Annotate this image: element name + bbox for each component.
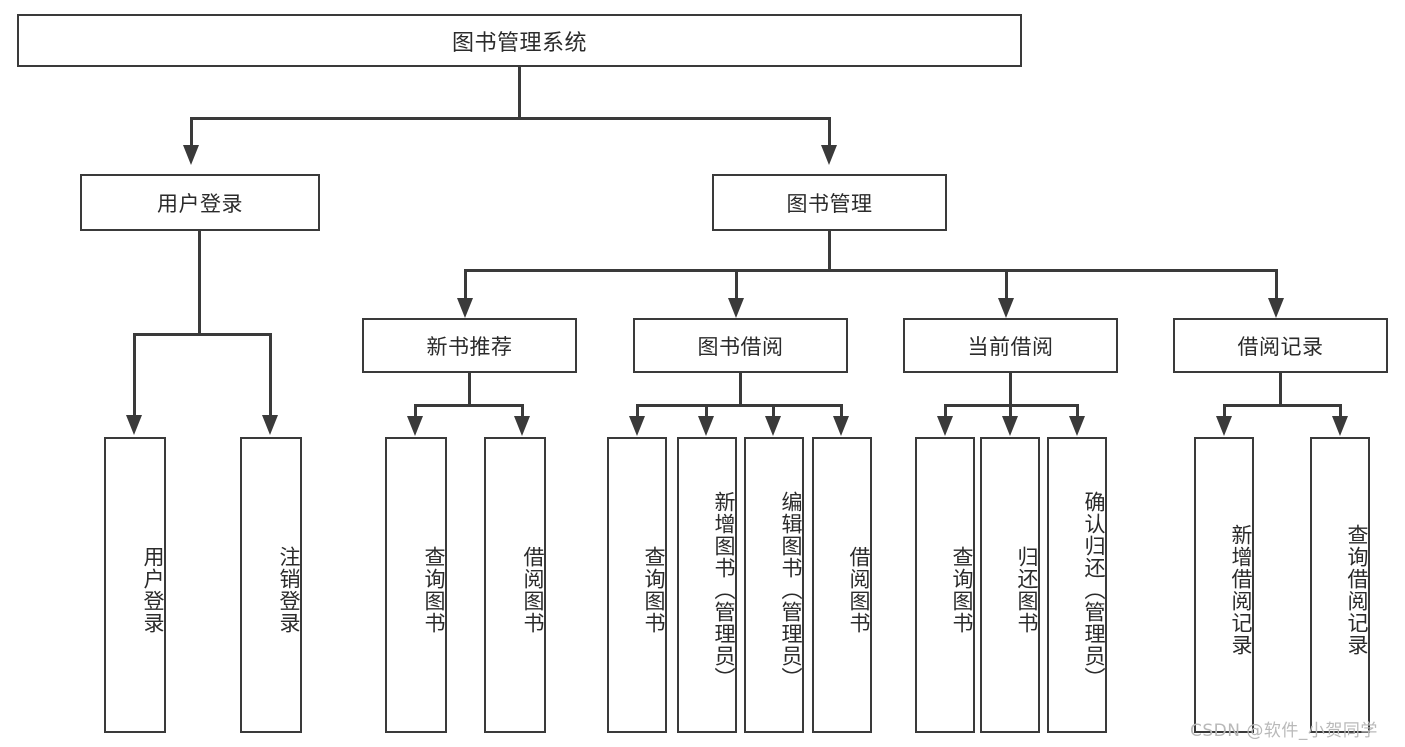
node-new-book-recommend[interactable]: 新书推荐 — [362, 318, 577, 373]
edge-current-borrow-to-leaf-1 — [1009, 404, 1012, 418]
edge-book-borrow-to-leaf-3 — [840, 404, 843, 418]
arrow-new-book-to-leaf-1 — [514, 416, 530, 436]
node-label: 图书借阅 — [697, 334, 784, 359]
edge-current-borrow-to-leaf-2 — [1076, 404, 1079, 418]
arrow-book-borrow-to-leaf-2 — [765, 416, 781, 436]
node-label: 图书管理 — [786, 191, 873, 216]
node-label: 查询图书 — [950, 546, 974, 634]
arrow-borrow-record-to-leaf-1 — [1332, 416, 1348, 436]
watermark-csdn: CSDN @软件_小贺同学 — [1190, 721, 1378, 741]
leaf-user-login-1[interactable]: 注销登录 — [240, 437, 302, 733]
node-label: 借阅图书 — [847, 546, 871, 634]
leaf-current-borrow-2[interactable]: 确认归还（管理员） — [1047, 437, 1107, 733]
leaf-current-borrow-1[interactable]: 归还图书 — [980, 437, 1040, 733]
edge-current-borrow-stem — [1009, 373, 1012, 406]
edge-book-borrow-to-leaf-2 — [772, 404, 775, 418]
node-borrow-record[interactable]: 借阅记录 — [1173, 318, 1388, 373]
edge-book-management-bus — [464, 269, 1278, 272]
edge-book-borrow-stem — [739, 373, 742, 406]
node-label: 新增图书（管理员） — [712, 491, 736, 689]
node-label: 用户登录 — [157, 191, 243, 216]
arrow-book-borrow-to-leaf-1 — [698, 416, 714, 436]
node-root-book-management-system[interactable]: 图书管理系统 — [17, 14, 1022, 67]
edge-user-login-bus — [133, 333, 272, 336]
arrow-current-borrow-to-leaf-1 — [1002, 416, 1018, 436]
leaf-book-borrow-1[interactable]: 新增图书（管理员） — [677, 437, 737, 733]
edge-borrow-record-to-leaf-1 — [1339, 404, 1342, 418]
node-book-borrow[interactable]: 图书借阅 — [633, 318, 848, 373]
edge-book-borrow-to-leaf-1 — [705, 404, 708, 418]
node-label: 用户登录 — [141, 546, 165, 634]
edge-bm-to-new-book — [464, 269, 467, 300]
arrow-borrow-record-to-leaf-0 — [1216, 416, 1232, 436]
arrow-book-borrow-to-leaf-3 — [833, 416, 849, 436]
leaf-borrow-record-0[interactable]: 新增借阅记录 — [1194, 437, 1254, 733]
leaf-current-borrow-0[interactable]: 查询图书 — [915, 437, 975, 733]
edge-root-bus — [190, 117, 831, 120]
arrow-bm-to-new-book — [457, 298, 473, 318]
node-current-borrow[interactable]: 当前借阅 — [903, 318, 1118, 373]
node-label: 新增借阅记录 — [1229, 524, 1253, 656]
leaf-new-book-recommend-0[interactable]: 查询图书 — [385, 437, 447, 733]
edge-borrow-record-stem — [1279, 373, 1282, 406]
arrow-current-borrow-to-leaf-0 — [937, 416, 953, 436]
edge-bm-to-borrow-record — [1275, 269, 1278, 300]
node-label: 查询图书 — [422, 546, 446, 634]
arrow-bm-to-borrow-record — [1268, 298, 1284, 318]
node-label: 注销登录 — [277, 546, 301, 634]
leaf-book-borrow-3[interactable]: 借阅图书 — [812, 437, 872, 733]
arrow-user-login-to-leaf-1 — [262, 415, 278, 435]
node-label: 借阅记录 — [1237, 334, 1324, 359]
leaf-borrow-record-1[interactable]: 查询借阅记录 — [1310, 437, 1370, 733]
node-user-login[interactable]: 用户登录 — [80, 174, 320, 231]
arrow-bm-to-current-borrow — [998, 298, 1014, 318]
node-book-management[interactable]: 图书管理 — [712, 174, 947, 231]
edge-root-to-user-login — [190, 117, 193, 147]
arrow-root-to-user-login — [183, 145, 199, 165]
node-label: 新书推荐 — [426, 334, 513, 359]
edge-book-management-stem — [828, 231, 831, 271]
leaf-user-login-0[interactable]: 用户登录 — [104, 437, 166, 733]
edge-new-book-to-leaf-0 — [414, 404, 417, 418]
node-label: 查询图书 — [642, 546, 666, 634]
node-label: 当前借阅 — [967, 334, 1054, 359]
edge-root-to-book-management — [828, 117, 831, 147]
edge-current-borrow-to-leaf-0 — [944, 404, 947, 418]
node-label: 编辑图书（管理员） — [779, 491, 803, 689]
edge-user-login-to-leaf-0 — [133, 333, 136, 417]
arrow-bm-to-book-borrow — [728, 298, 744, 318]
edge-user-login-to-leaf-1 — [269, 333, 272, 417]
edge-new-book-stem — [468, 373, 471, 406]
arrow-root-to-book-management — [821, 145, 837, 165]
edge-root-stem — [518, 67, 521, 117]
node-label: 查询借阅记录 — [1345, 524, 1369, 656]
edge-new-book-bus — [414, 404, 524, 407]
node-label: 图书管理系统 — [451, 30, 587, 56]
edge-borrow-record-bus — [1223, 404, 1341, 407]
edge-new-book-to-leaf-1 — [521, 404, 524, 418]
arrow-user-login-to-leaf-0 — [126, 415, 142, 435]
edge-bm-to-current-borrow — [1005, 269, 1008, 300]
edge-bm-to-book-borrow — [735, 269, 738, 300]
node-label: 归还图书 — [1015, 546, 1039, 634]
leaf-book-borrow-0[interactable]: 查询图书 — [607, 437, 667, 733]
node-label: 确认归还（管理员） — [1082, 491, 1106, 689]
edge-borrow-record-to-leaf-0 — [1223, 404, 1226, 418]
node-label: 借阅图书 — [521, 546, 545, 634]
arrow-new-book-to-leaf-0 — [407, 416, 423, 436]
edge-user-login-stem — [198, 231, 201, 335]
edge-book-borrow-bus — [636, 404, 842, 407]
edge-book-borrow-to-leaf-0 — [636, 404, 639, 418]
leaf-new-book-recommend-1[interactable]: 借阅图书 — [484, 437, 546, 733]
arrow-current-borrow-to-leaf-2 — [1069, 416, 1085, 436]
arrow-book-borrow-to-leaf-0 — [629, 416, 645, 436]
leaf-book-borrow-2[interactable]: 编辑图书（管理员） — [744, 437, 804, 733]
